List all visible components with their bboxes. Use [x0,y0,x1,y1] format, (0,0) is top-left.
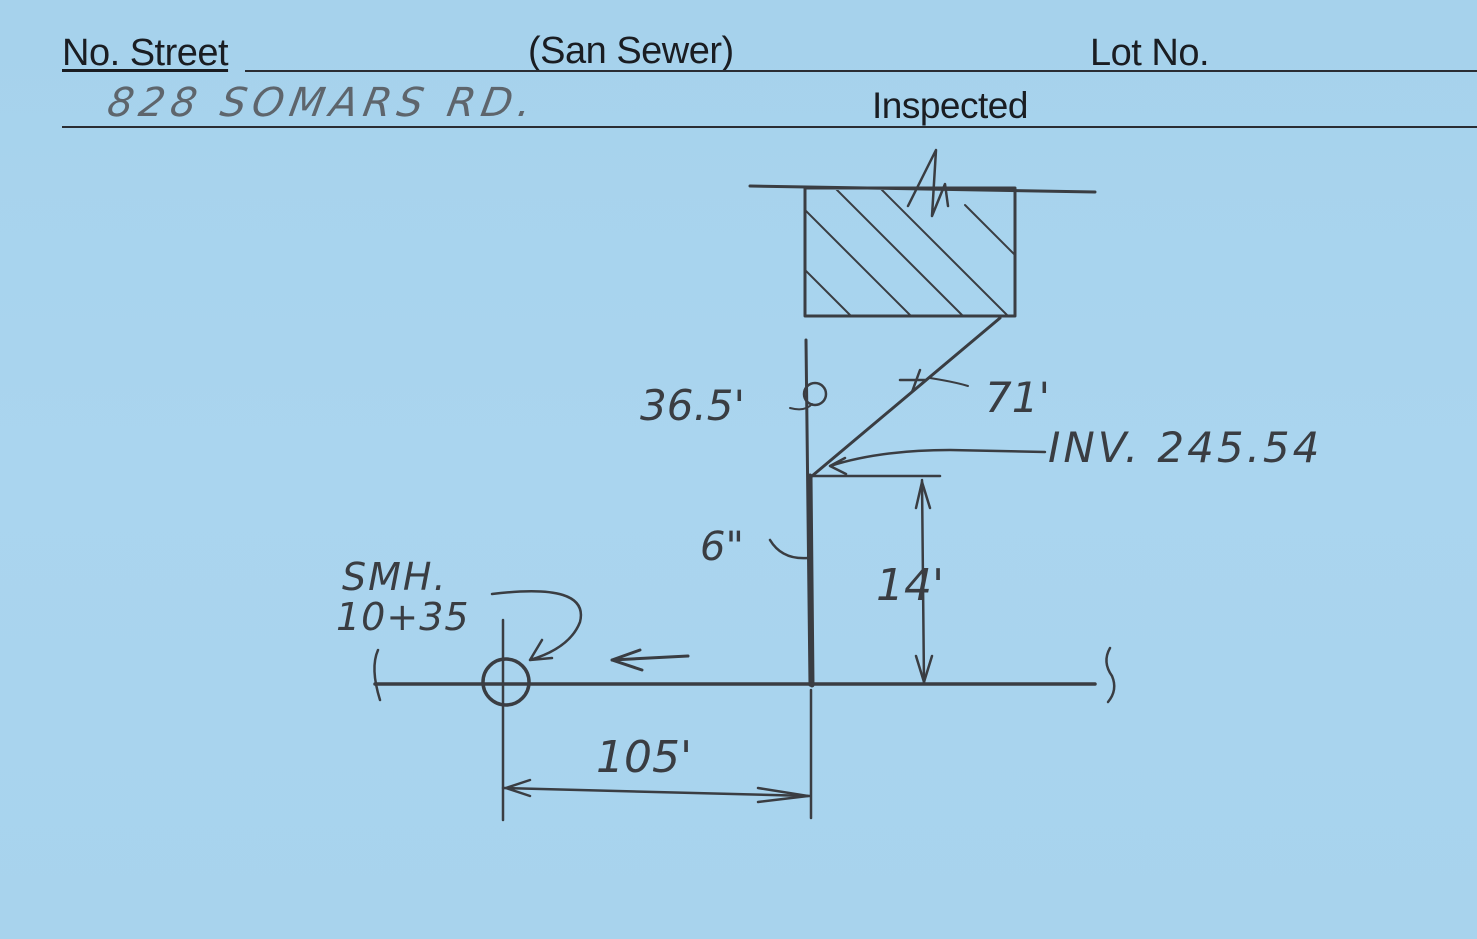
flow-arrow [610,648,690,672]
service-lateral [810,316,1002,478]
street-label: No. Street [62,32,229,74]
inspected-label: Inspected [872,85,1028,126]
house-hatching [805,190,1015,316]
bend-marker [802,381,828,407]
header-rule-top [245,70,1477,72]
manhole-label: SMH. [342,555,448,599]
lot-number-label: Lot No. [1090,32,1210,74]
invert-leader [828,448,1047,476]
main-sewer-line [373,646,1116,704]
riser-pipe [807,473,815,688]
depth-dimension-line [920,478,926,686]
manhole-leader [490,590,583,662]
manhole-station: 10+35 [336,595,470,639]
depth-note: 14' [876,560,944,611]
invert-note: INV. 245.54 [1048,423,1322,472]
sewer-type-label: (San Sewer) [528,30,734,72]
service-length-note: 71' [985,373,1050,422]
manhole-symbol [481,657,531,707]
pipe-size-note: 6" [700,524,744,570]
house-footprint [748,148,1097,318]
break-mark [906,148,950,218]
bend-distance-note: 36.5' [640,381,745,430]
header-rule-bottom [62,126,1477,128]
offset-note: 105' [596,732,692,783]
pipe-size-leader [768,538,810,560]
offset-dimension-line [501,786,812,798]
